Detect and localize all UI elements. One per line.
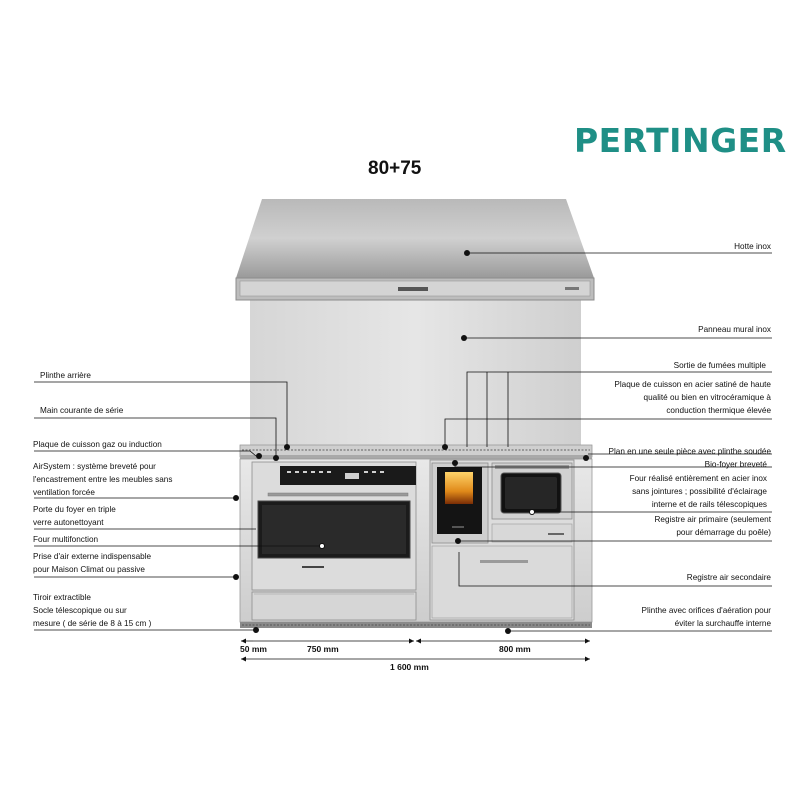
dimension-lines <box>241 638 590 662</box>
label-bio-foyer: Bio-foyer breveté <box>704 460 767 469</box>
plinth <box>240 622 592 628</box>
label-plan-piece: Plan en une seule pièce avec plinthe sou… <box>608 447 771 456</box>
label-socle: Socle télescopique ou sur mesure ( de sé… <box>33 606 152 628</box>
label-four-inox: Four réalisé entièrement en acier inox s… <box>629 474 767 509</box>
label-sortie-fumees: Sortie de fumées multiple <box>673 361 766 370</box>
label-tiroir: Tiroir extractible <box>33 593 91 602</box>
oven-handle <box>267 492 409 497</box>
firebox-fire <box>445 472 473 504</box>
label-porte-foyer: Porte du foyer en triple verre autonetto… <box>33 505 116 527</box>
dimension-750: 750 mm <box>307 644 339 654</box>
label-registre-primaire: Registre air primaire (seulement pour dé… <box>654 515 771 537</box>
label-prise-air: Prise d'air externe indispensable pour M… <box>33 552 152 574</box>
label-four-multifonction: Four multifonction <box>33 535 99 544</box>
leader-dots <box>233 250 589 634</box>
label-panneau: Panneau mural inox <box>698 325 771 334</box>
label-plinthe-orifices: Plinthe avec orifices d'aération pour év… <box>641 606 771 628</box>
control-panel-display <box>287 471 384 479</box>
leader-lines <box>34 252 772 632</box>
model-title: 80+75 <box>368 158 422 179</box>
drawer <box>251 591 417 621</box>
label-main-courante: Main courante de série <box>40 406 124 415</box>
label-plaque-cuisson: Plaque de cuisson en acier satiné de hau… <box>614 380 771 415</box>
label-plinthe-arriere: Plinthe arrière <box>40 371 91 380</box>
dimension-50: 50 mm <box>240 644 267 654</box>
brand-logo: PERTINGER <box>574 121 787 160</box>
ash-drawer <box>431 545 573 619</box>
wall-panel <box>250 298 581 448</box>
dimension-800: 800 mm <box>499 644 531 654</box>
hood-controls <box>398 287 579 291</box>
handrail <box>240 455 592 459</box>
label-hotte: Hotte inox <box>734 242 771 251</box>
label-registre-secondaire: Registre air secondaire <box>686 573 771 582</box>
dimension-1600: 1 600 mm <box>390 662 429 672</box>
label-plaque-gaz: Plaque de cuisson gaz ou induction <box>33 440 162 449</box>
hood <box>236 199 594 278</box>
label-airsystem: AirSystem : système breveté pour l'encas… <box>33 462 173 497</box>
